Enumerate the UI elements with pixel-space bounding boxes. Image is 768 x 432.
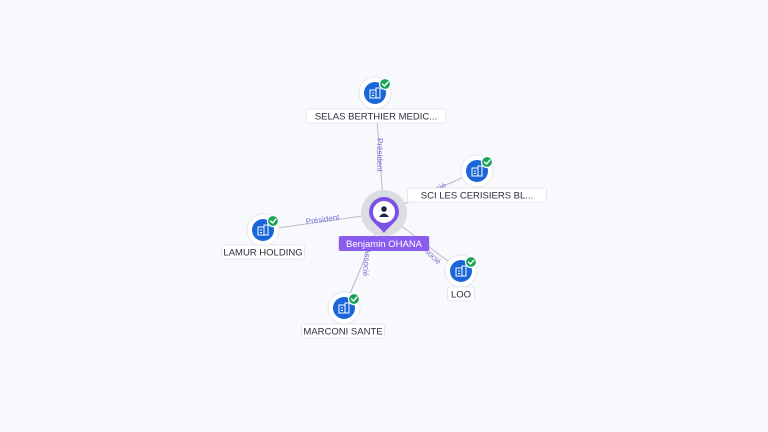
company-label-box (306, 108, 446, 124)
company-node-selas[interactable]: SELAS BERTHIER MEDIC... (306, 76, 446, 124)
building-icon (471, 165, 483, 177)
edge-label-selas: Président (375, 138, 384, 173)
person-node[interactable]: Benjamin OHANA (338, 190, 430, 251)
company-node-sci[interactable]: SCI LES CERISIERS BL... (407, 154, 547, 203)
company-label[interactable]: SCI LES CERISIERS BL... (421, 191, 533, 202)
person-pin-inner (373, 201, 395, 223)
company-label-box (301, 323, 385, 339)
company-node-lamur[interactable]: LAMUR HOLDING (221, 213, 305, 260)
check-badge-icon (347, 292, 361, 306)
building-icon (369, 87, 381, 99)
company-node-marconi[interactable]: MARCONI SANTE (301, 291, 385, 339)
company-node-loo[interactable]: LOO (444, 254, 478, 302)
company-label-box (447, 286, 475, 302)
company-label-box (221, 244, 305, 260)
person-label-box (338, 236, 430, 251)
check-badge-icon (378, 77, 392, 91)
building-icon (455, 265, 467, 277)
company-label[interactable]: MARCONI SANTE (303, 327, 382, 338)
company-label[interactable]: LOO (451, 290, 471, 301)
user-icon (379, 206, 389, 217)
building-icon (257, 224, 269, 236)
nodes-layer: SELAS BERTHIER MEDIC... SCI LES CERISIERS… (221, 76, 547, 339)
company-label[interactable]: LAMUR HOLDING (223, 248, 302, 259)
edge-label-lamur: Président (305, 213, 340, 227)
company-label-box (407, 187, 547, 203)
check-badge-icon (266, 214, 280, 228)
check-badge-icon (464, 255, 478, 269)
building-icon (338, 302, 350, 314)
edge-label-marconi: Associé (361, 248, 372, 277)
person-label[interactable]: Benjamin OHANA (346, 239, 423, 250)
company-label[interactable]: SELAS BERTHIER MEDIC... (315, 112, 437, 123)
check-badge-icon (480, 155, 494, 169)
